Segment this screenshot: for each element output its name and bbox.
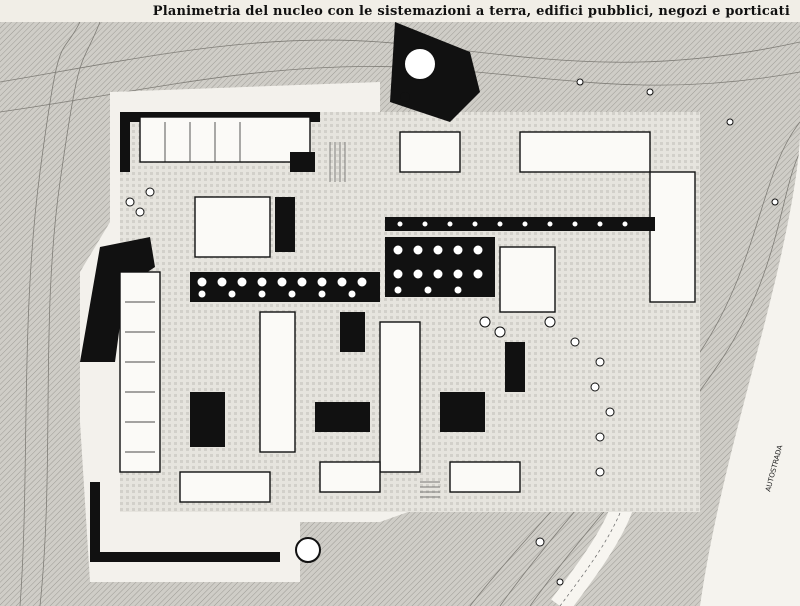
- public-buildings: [190, 152, 525, 447]
- stairs: [329, 142, 440, 498]
- motorway: [700, 132, 800, 606]
- facade-lines: [125, 122, 241, 453]
- tree-row-north: [385, 217, 655, 231]
- housing-blocks: [119, 116, 696, 503]
- north-fountain: [403, 47, 437, 81]
- south-fountain: [295, 537, 321, 563]
- site-plan-drawing: AUTOSTRADA: [0, 22, 800, 606]
- trees: [125, 78, 779, 586]
- plan-title: Planimetria del nucleo con le sistemazio…: [152, 4, 790, 19]
